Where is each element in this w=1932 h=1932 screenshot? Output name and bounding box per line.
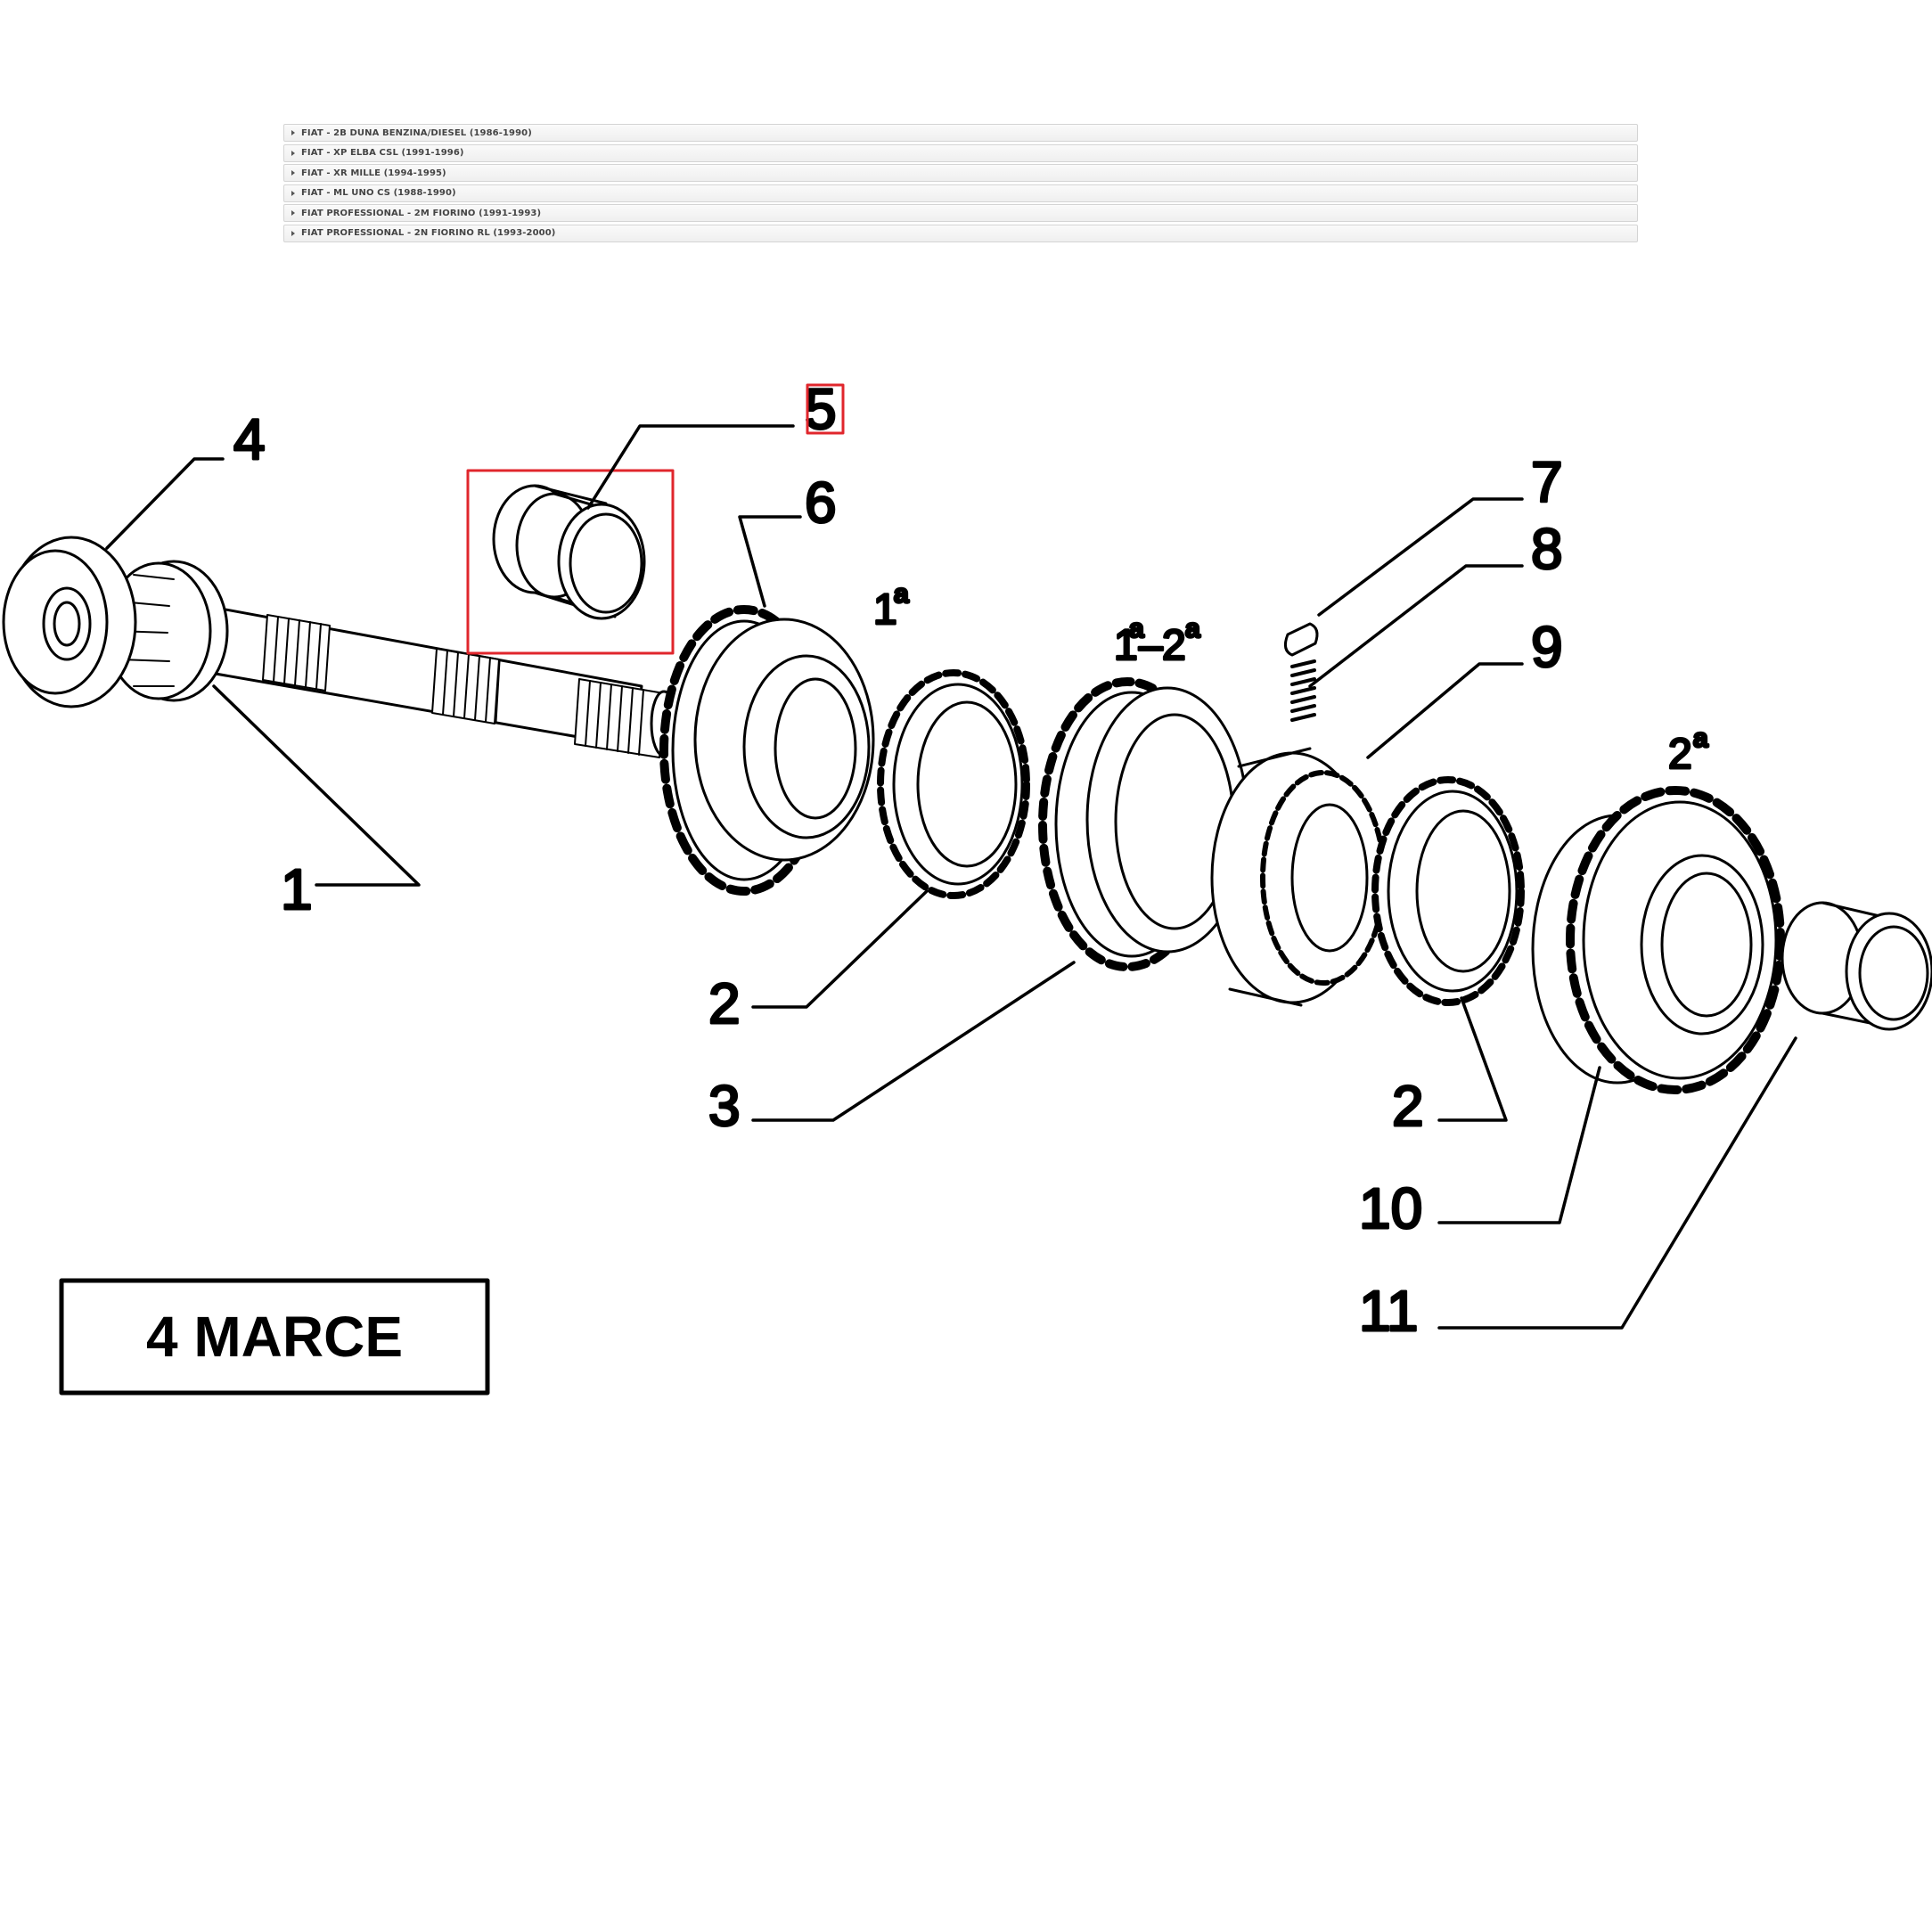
gear-label-sync-b-sup: a	[1185, 614, 1200, 643]
callout-10: 10	[1359, 1176, 1422, 1240]
second-gear[interactable]	[1531, 786, 1785, 1094]
gear-label-sync-a: 1	[1114, 622, 1138, 669]
gear-label-sync-a-sup: a	[1129, 614, 1144, 643]
variant-title: 4 MARCE	[146, 1305, 403, 1369]
selected-part-highlight	[466, 469, 675, 655]
main-shaft[interactable]	[105, 560, 678, 758]
first-gear[interactable]	[659, 605, 875, 896]
callout-2: 2	[708, 971, 741, 1036]
gear-label-first: 1	[873, 586, 897, 634]
vehicle-row[interactable]: FIAT - ML UNO CS (1988-1990)	[283, 184, 1638, 202]
synchro-ring-right[interactable]	[1371, 776, 1525, 1006]
vehicle-label: FIAT PROFESSIONAL - 2M FIORINO (1991-199…	[301, 208, 542, 218]
callout-3: 3	[708, 1074, 741, 1138]
vehicle-list: FIAT - 2B DUNA BENZINA/DIESEL (1986-1990…	[283, 124, 1638, 245]
vehicle-label: FIAT - 2B DUNA BENZINA/DIESEL (1986-1990…	[301, 127, 532, 138]
vehicle-row[interactable]: FIAT - XP ELBA CSL (1991-1996)	[283, 143, 1638, 162]
callout-8: 8	[1531, 517, 1563, 581]
vehicle-label: FIAT - ML UNO CS (1988-1990)	[301, 188, 456, 199]
vehicle-row[interactable]: FIAT - 2B DUNA BENZINA/DIESEL (1986-1990…	[283, 124, 1638, 142]
caret-right-icon	[291, 170, 295, 176]
gear-label-sync-b: 2	[1162, 622, 1186, 669]
caret-right-icon	[291, 150, 295, 156]
caret-right-icon	[291, 130, 295, 135]
callout-4: 4	[233, 407, 266, 471]
caret-right-icon	[291, 210, 295, 217]
callout-9: 9	[1531, 615, 1563, 679]
callout-5: 5	[805, 377, 837, 441]
caret-right-icon	[291, 190, 295, 196]
vehicle-row[interactable]: FIAT PROFESSIONAL - 2N FIORINO RL (1993-…	[283, 224, 1638, 242]
ball-bearing[interactable]	[2, 536, 137, 708]
synchro-ring-left[interactable]	[877, 669, 1030, 899]
callout-2b: 2	[1392, 1074, 1424, 1138]
synchro-hub[interactable]	[1210, 747, 1387, 1007]
vehicle-row[interactable]: FIAT - XR MILLE (1994-1995)	[283, 164, 1638, 183]
caret-right-icon	[291, 230, 295, 236]
gear-label-second: 2	[1668, 731, 1692, 778]
variant-box: 4 MARCE	[59, 1278, 490, 1396]
sliding-sleeve[interactable]	[1038, 677, 1249, 971]
gear-label-second-sup: a	[1693, 724, 1708, 753]
callout-7: 7	[1531, 450, 1563, 514]
detent-spring[interactable]	[1290, 659, 1316, 722]
vehicle-row[interactable]: FIAT PROFESSIONAL - 2M FIORINO (1991-199…	[283, 204, 1638, 223]
gear-label-sync-dash: –	[1139, 622, 1163, 669]
gear-label-first-sup: a	[894, 579, 909, 609]
callout-5-highlight	[806, 383, 845, 435]
vehicle-label: FIAT PROFESSIONAL - 2N FIORINO RL (1993-…	[301, 228, 556, 239]
bushing-part-11[interactable]	[1781, 901, 1932, 1031]
vehicle-label: FIAT - XP ELBA CSL (1991-1996)	[301, 148, 464, 159]
detent-key[interactable]	[1283, 622, 1319, 657]
callout-11: 11	[1359, 1279, 1418, 1343]
callout-1: 1	[281, 857, 313, 921]
bushing-part-5[interactable]	[492, 484, 646, 620]
vehicle-label: FIAT - XR MILLE (1994-1995)	[301, 168, 446, 178]
callout-6: 6	[805, 471, 837, 535]
